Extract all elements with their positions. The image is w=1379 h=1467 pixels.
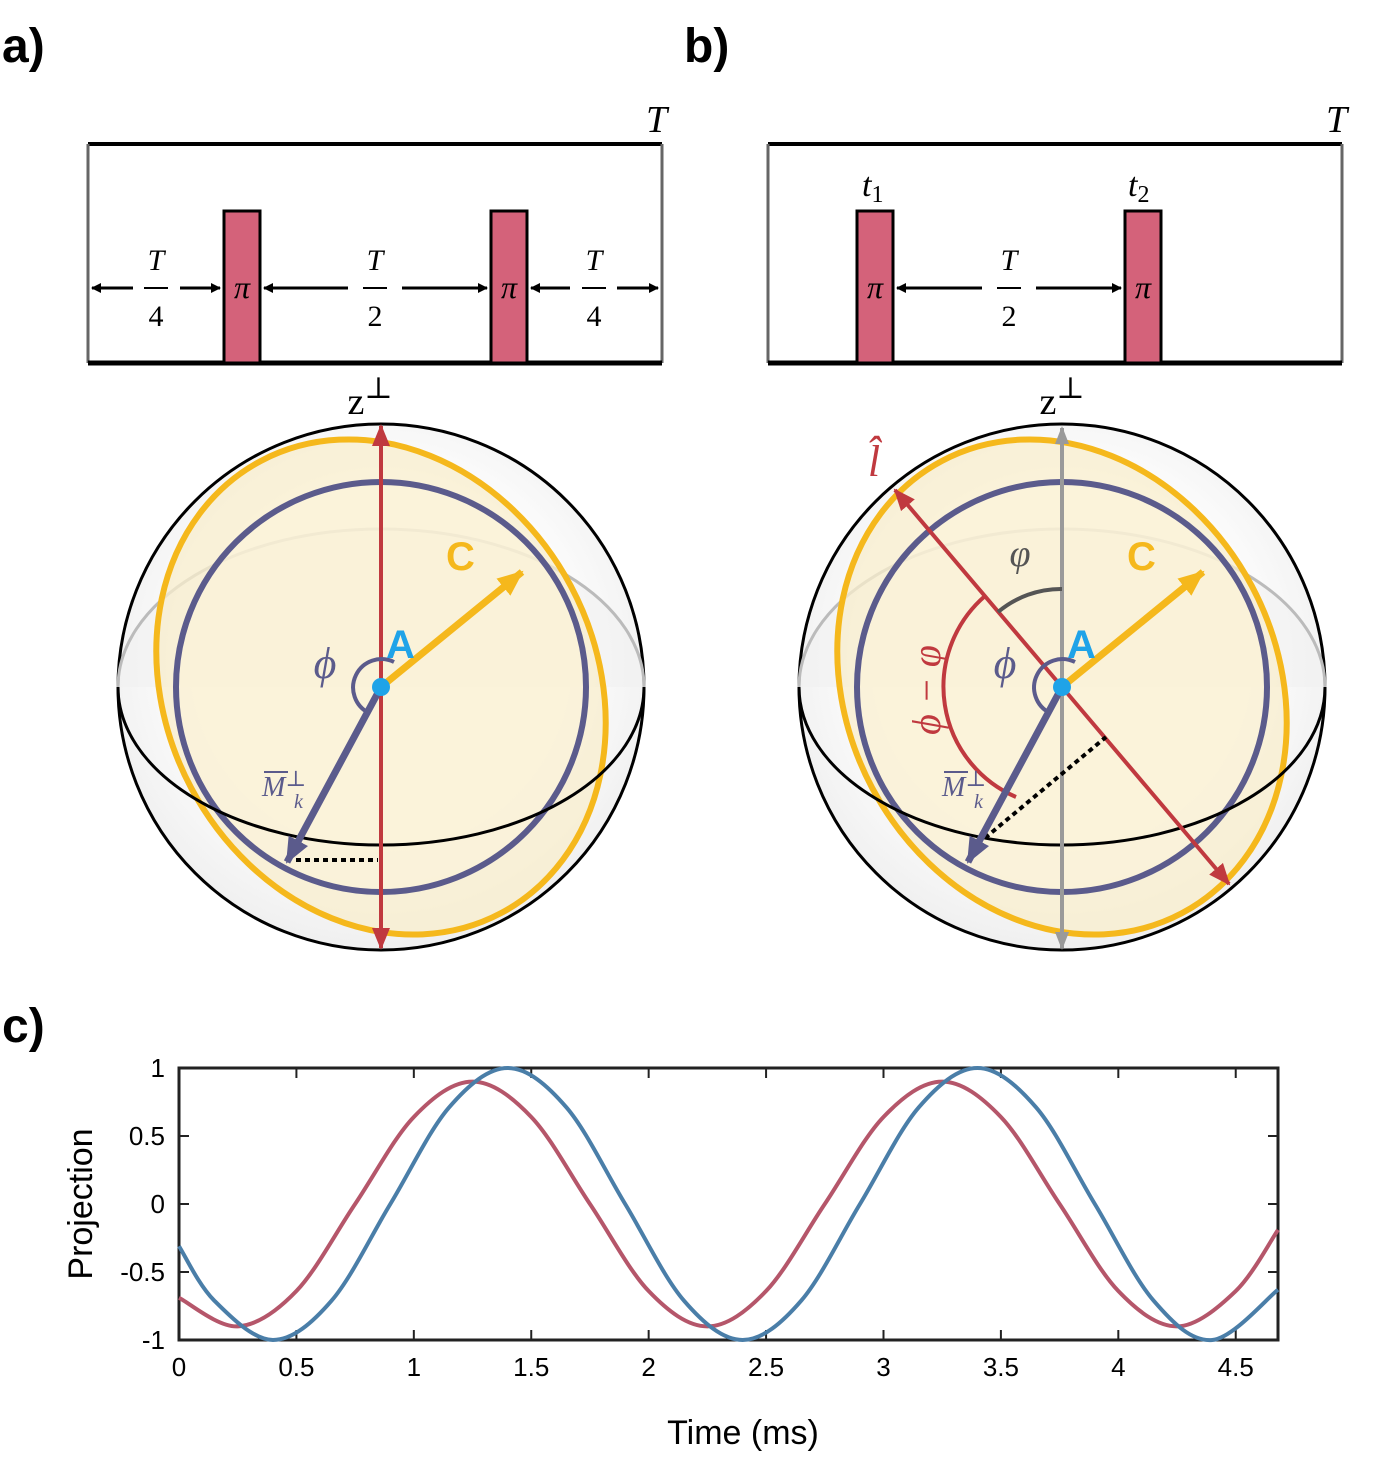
pulse-label-a2: π	[501, 269, 518, 305]
c-label-b: C	[1127, 535, 1156, 579]
phi-label-b: ϕ	[994, 639, 1017, 688]
x-tick-label: 2.5	[748, 1352, 784, 1382]
x-axis-label: Time (ms)	[667, 1414, 819, 1452]
x-tick-label: 3.5	[983, 1352, 1019, 1382]
x-tick-label: 3	[876, 1352, 890, 1382]
projection-chart: 0 0.5 1 1.5 2 2.5 3 3.5 4 4.5 -1 -0.5 0 0.5 1 Time (m…	[62, 1053, 1280, 1452]
frac-den-a2: 2	[368, 300, 383, 333]
frac-den-b: 2	[1002, 300, 1017, 333]
y-tick-label: 0.5	[129, 1121, 165, 1151]
a-label-b: A	[1067, 623, 1096, 667]
panel-a-sequence: T π π T 4 T 2 T 4	[86, 99, 670, 366]
varphi-label: φ	[1009, 533, 1030, 575]
y-tick-label: -1	[142, 1325, 165, 1355]
pulse-label-a1: π	[234, 269, 251, 305]
phi-label-a: ϕ	[314, 639, 337, 688]
x-tick-label: 1	[407, 1352, 421, 1382]
a-label-a: A	[386, 623, 415, 667]
frac-num-a3: T	[586, 244, 605, 277]
period-label-a: T	[646, 99, 670, 141]
pi-pulse-b2	[1123, 209, 1163, 365]
l-axis-up	[893, 488, 1064, 689]
phi-minus-varphi-label: ϕ − φ	[904, 645, 949, 735]
l-hat-label: l̂	[868, 436, 883, 486]
center-point-b	[1053, 678, 1071, 696]
pi-pulse-a2	[489, 209, 529, 365]
y-tick-label: 0	[151, 1189, 165, 1219]
center-point-a	[372, 678, 390, 696]
frac-den-a1: 4	[149, 300, 164, 333]
x-tick-label: 4.5	[1218, 1352, 1254, 1382]
panel-b-sphere: z⊥ l̂ φ ϕ − φ C ϕ A M⊥k	[797, 372, 1327, 952]
series-line-2	[177, 1065, 1280, 1343]
z-axis-label-b: z⊥	[1039, 372, 1084, 423]
panel-b-sequence: T π π t1 t2 T 2	[766, 99, 1350, 366]
panel-a-label: a)	[2, 20, 45, 73]
pi-pulse-b1	[855, 209, 895, 365]
t1-label: t1	[862, 167, 883, 208]
x-tick-label: 0.5	[278, 1352, 314, 1382]
pulse-label-b2: π	[1135, 269, 1152, 305]
m-label-b: M⊥k	[941, 766, 986, 813]
series-line-1	[178, 1079, 1280, 1329]
panel-b-label: b)	[684, 20, 729, 73]
y-tick-label: 1	[151, 1053, 165, 1083]
y-axis-label: Projection	[62, 1128, 100, 1279]
period-label-b: T	[1326, 99, 1350, 141]
c-vector-a	[378, 569, 525, 690]
x-tick-label: 4	[1111, 1352, 1125, 1382]
pulse-label-b1: π	[867, 269, 884, 305]
c-label-a: C	[446, 535, 475, 579]
x-tick-label: 2	[641, 1352, 655, 1382]
frac-den-a3: 4	[587, 300, 602, 333]
chart-frame	[177, 1066, 1280, 1342]
m-label-a: M⊥k	[261, 766, 306, 813]
x-tick-label: 1.5	[513, 1352, 549, 1382]
magnetization-vector-a	[283, 685, 385, 864]
panel-a-sphere: z⊥ C ϕ A M⊥k	[116, 372, 646, 952]
panel-c-label: c)	[2, 1000, 45, 1053]
z-axis-label-a: z⊥	[347, 372, 392, 423]
c-vector-b	[1059, 569, 1206, 690]
y-tick-label: -0.5	[120, 1257, 165, 1287]
magnetization-vector-b	[964, 685, 1066, 864]
frac-num-b: T	[1001, 244, 1020, 277]
l-axis-down	[1060, 685, 1231, 886]
frac-num-a2: T	[367, 244, 386, 277]
x-tick-label: 0	[172, 1352, 186, 1382]
frac-num-a1: T	[148, 244, 167, 277]
t2-label: t2	[1128, 167, 1149, 208]
pi-pulse-a1	[222, 209, 262, 365]
